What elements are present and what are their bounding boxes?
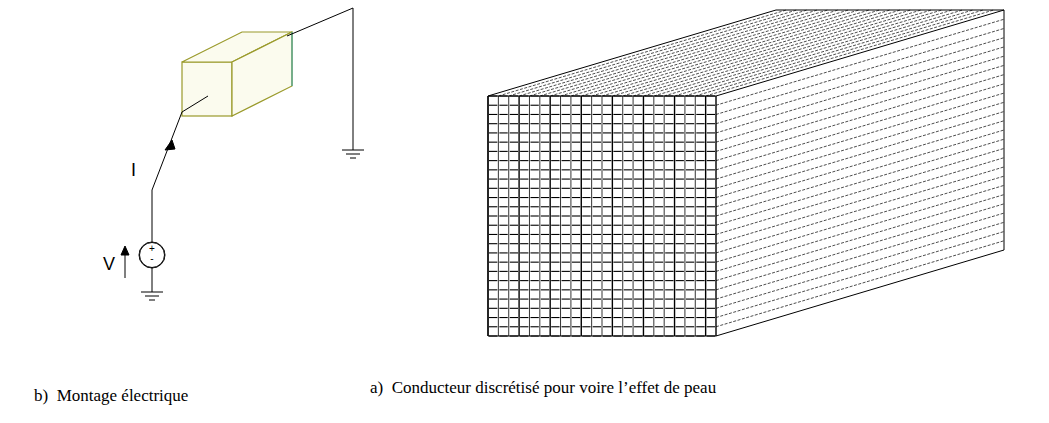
figure-caption: a) Conducteur discrétisé pour voire l’ef… [370,378,716,398]
figure-caption: b) Montage électrique [34,386,188,406]
voltage-source: +- [139,242,165,268]
minus-sign: - [139,254,165,264]
voltage-label: V [103,254,115,275]
circuit-wiring [121,8,364,300]
plus-sign: + [139,244,165,254]
current-label: I [131,160,136,181]
discretized-conductor [488,10,1004,336]
